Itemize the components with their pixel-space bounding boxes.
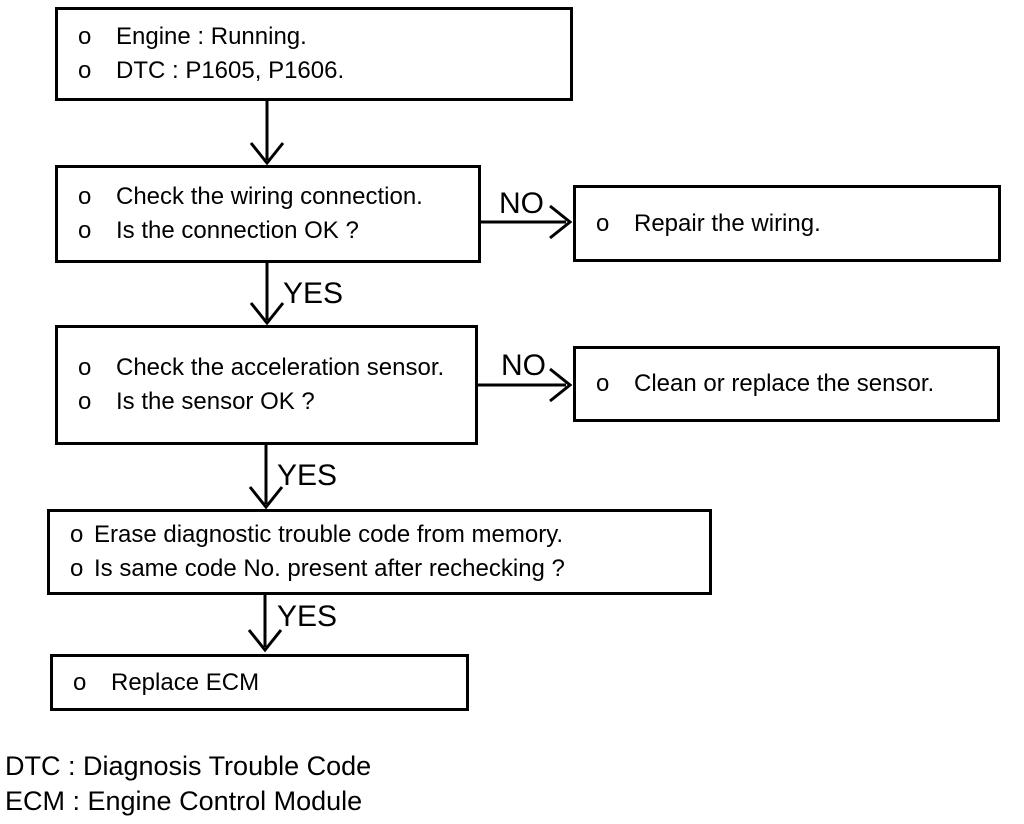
node-start: o Engine : Running. o DTC : P1605, P1606…: [55, 7, 573, 101]
node-start-line-2: DTC : P1605, P1606.: [116, 57, 345, 84]
node-erase-code-line-1: Erase diagnostic trouble code from memor…: [94, 521, 564, 548]
list-item: o Check the acceleration sensor.: [78, 351, 467, 385]
list-item: o Check the wiring connection.: [78, 180, 470, 214]
node-check-wiring: o Check the wiring connection. o Is the …: [55, 165, 481, 263]
list-item: o DTC : P1605, P1606.: [78, 54, 562, 88]
edge-label-no-wiring: NO: [499, 187, 544, 220]
bullet-marker: o: [596, 370, 610, 397]
node-check-wiring-line-2: Is the connection OK ?: [116, 217, 359, 244]
arrow-yes-to-check-sensor: [249, 263, 285, 326]
bullet-marker: o: [78, 57, 92, 84]
bullet-marker: o: [78, 183, 92, 210]
edge-label-yes-wiring: YES: [283, 277, 344, 310]
legend: DTC : Diagnosis Trouble Code ECM : Engin…: [5, 749, 371, 819]
bullet-marker: o: [596, 209, 610, 237]
bullet-marker: o: [70, 555, 84, 582]
node-erase-code: o Erase diagnostic trouble code from mem…: [47, 509, 712, 595]
node-start-line-1: Engine : Running.: [116, 23, 307, 50]
list-item: o Clean or replace the sensor.: [596, 367, 989, 401]
edge-label-yes-sensor: YES: [277, 459, 338, 492]
legend-ecm: ECM : Engine Control Module: [5, 786, 363, 816]
list-item: o Engine : Running.: [78, 20, 562, 54]
node-check-wiring-line-1: Check the wiring connection.: [116, 183, 423, 210]
list-item: o Erase diagnostic trouble code from mem…: [70, 518, 701, 552]
bullet-marker: o: [78, 388, 92, 415]
bullet-marker: o: [78, 23, 92, 50]
edge-label-yes-erase: YES: [277, 600, 338, 633]
node-repair-wiring: o Repair the wiring.: [573, 185, 1001, 262]
edge-label-no-sensor: NO: [501, 349, 546, 382]
node-clean-sensor: o Clean or replace the sensor.: [573, 346, 1000, 422]
node-replace-ecm-line-1: Replace ECM: [111, 668, 260, 696]
list-item: o Is the sensor OK ?: [78, 385, 467, 419]
list-item: o Is same code No. present after recheck…: [70, 552, 701, 586]
arrow-start-to-check-wiring: [249, 101, 285, 166]
node-clean-sensor-line-1: Clean or replace the sensor.: [634, 370, 935, 397]
bullet-marker: o: [78, 354, 92, 381]
bullet-marker: o: [73, 668, 87, 696]
list-item: o Repair the wiring.: [596, 207, 990, 241]
node-check-sensor-line-1: Check the acceleration sensor.: [116, 354, 445, 381]
node-replace-ecm: o Replace ECM: [50, 654, 469, 711]
bullet-marker: o: [70, 521, 84, 548]
node-check-sensor: o Check the acceleration sensor. o Is th…: [55, 325, 478, 445]
node-erase-code-line-2: Is same code No. present after recheckin…: [94, 555, 565, 582]
bullet-marker: o: [78, 217, 92, 244]
node-repair-wiring-line-1: Repair the wiring.: [634, 209, 821, 237]
legend-dtc: DTC : Diagnosis Trouble Code: [5, 751, 372, 781]
node-check-sensor-line-2: Is the sensor OK ?: [116, 388, 315, 415]
list-item: o Replace ECM: [73, 666, 458, 700]
list-item: o Is the connection OK ?: [78, 214, 470, 248]
